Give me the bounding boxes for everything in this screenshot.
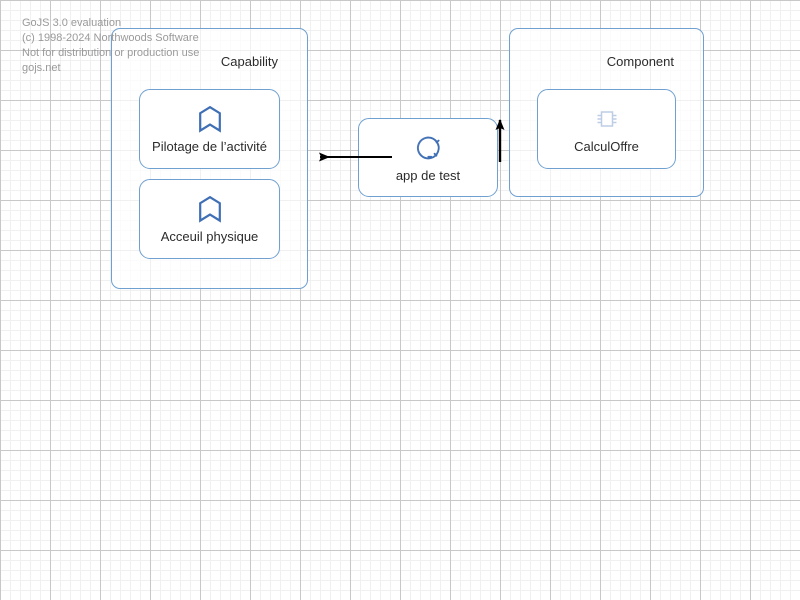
- gojs-evaluation-watermark: GoJS 3.0 evaluation (c) 1998-2024 Northw…: [22, 16, 199, 76]
- bookmark-icon: [197, 104, 223, 134]
- service-ring-icon: [414, 133, 442, 163]
- node-label: Pilotage de l’activité: [152, 139, 267, 154]
- node-app-de-test[interactable]: app de test: [358, 118, 498, 197]
- group-capability-title: Capability: [220, 54, 278, 69]
- node-label: app de test: [395, 167, 461, 183]
- node-calculoffre[interactable]: CalculOffre: [537, 89, 676, 169]
- node-label: Acceuil physique: [160, 229, 259, 244]
- component-glyph-icon: [594, 104, 620, 134]
- bookmark-icon: [197, 194, 223, 224]
- watermark-line-2: (c) 1998-2024 Northwoods Software: [22, 32, 199, 44]
- node-label: CalculOffre: [574, 139, 639, 154]
- node-pilotage-de-l-activite[interactable]: Pilotage de l’activité: [139, 89, 280, 169]
- group-component-title: Component: [606, 54, 674, 69]
- watermark-line-3: Not for distribution or production use: [22, 47, 200, 59]
- watermark-line-1: GoJS 3.0 evaluation: [22, 17, 122, 29]
- watermark-line-4: gojs.net: [22, 62, 61, 74]
- node-acceuil-physique[interactable]: Acceuil physique: [139, 179, 280, 259]
